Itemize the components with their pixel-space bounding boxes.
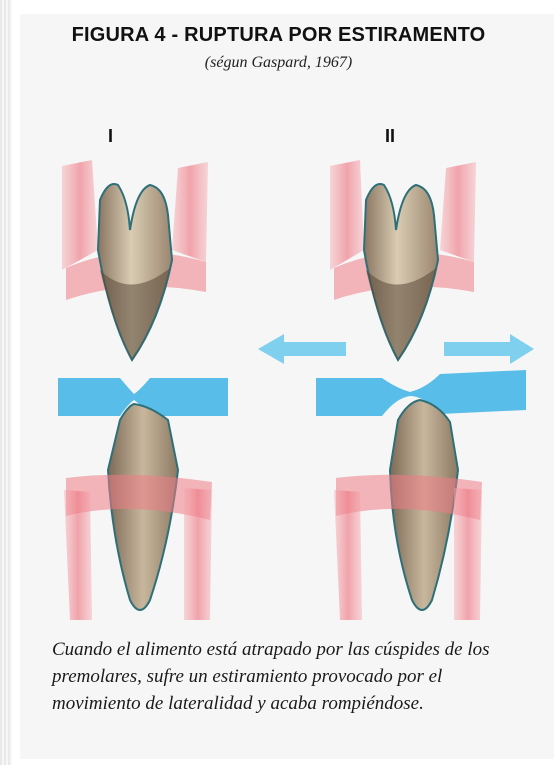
panel-1-illustration [58, 160, 228, 620]
panel-2-illustration [316, 160, 526, 620]
arrow-left-icon [258, 334, 346, 364]
arrow-right-icon [444, 334, 534, 364]
figure-caption: Cuando el alimento está atrapado por las… [52, 636, 532, 717]
